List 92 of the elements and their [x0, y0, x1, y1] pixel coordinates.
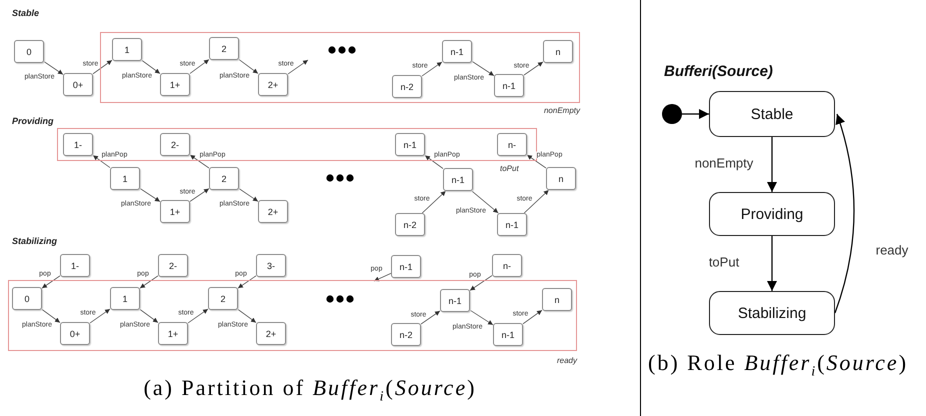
state-node: 1	[110, 287, 140, 310]
figure-caption: (a) Partition of Buffer$_{i}$(Source)	[142, 374, 478, 406]
arrow	[90, 308, 110, 324]
region-frame	[8, 280, 577, 351]
state-node: 2	[209, 37, 239, 60]
state-node: n-1	[493, 323, 523, 346]
diagram-heading: Bufferi(Source)	[664, 63, 773, 80]
arrow	[470, 275, 492, 291]
arrow	[767, 137, 777, 192]
arrow	[44, 61, 64, 75]
arrow	[190, 59, 210, 74]
initial-state-dot	[662, 104, 682, 124]
arrow	[190, 188, 210, 202]
state-node: 1	[110, 167, 140, 190]
section-title: Stabilizing	[12, 236, 57, 246]
arrow	[472, 60, 494, 76]
arrow	[374, 272, 392, 282]
arrow	[238, 309, 256, 323]
arrow	[140, 188, 160, 202]
state-node: 2-	[158, 254, 188, 277]
arrow	[238, 59, 258, 74]
state-node: 2	[208, 287, 238, 310]
arrow	[470, 310, 494, 326]
arrow	[288, 60, 308, 74]
state-node: 0	[14, 40, 44, 63]
region-label: toPut	[500, 164, 519, 173]
state-node: 1-	[63, 133, 93, 156]
section-title: Stable	[12, 8, 40, 18]
arrow	[238, 275, 256, 289]
figure-caption: (b) Role Buffer$_{i}$(Source)	[648, 349, 910, 382]
arrow	[42, 309, 60, 323]
state-box: Providing	[709, 192, 835, 236]
edge-label: toPut	[708, 255, 740, 268]
arrow	[42, 275, 60, 289]
state-node: 1+	[160, 73, 190, 96]
arrow	[188, 308, 208, 324]
arrow	[238, 188, 258, 202]
region-frame	[57, 128, 537, 161]
state-node: 2+	[256, 322, 286, 345]
state-node: 1-	[60, 254, 90, 277]
region-frame	[100, 32, 580, 103]
state-node: n-1	[442, 40, 472, 63]
state-node: 2	[209, 167, 239, 190]
state-node: 0+	[63, 73, 93, 96]
state-node: n-1	[494, 74, 524, 97]
state-node: n	[546, 167, 576, 190]
state-node: n-	[492, 254, 522, 277]
edge-label: ready	[874, 243, 910, 256]
arrow	[140, 275, 158, 289]
arrow	[424, 155, 444, 169]
state-node: n-2	[395, 213, 425, 236]
arrow	[190, 154, 210, 168]
section-title: Providing	[12, 116, 54, 126]
state-node: n-2	[391, 323, 421, 346]
arrow	[682, 109, 709, 119]
arrow	[767, 236, 777, 291]
arrow	[526, 154, 546, 168]
state-node: 3-	[256, 254, 286, 277]
state-node: 2+	[258, 73, 288, 96]
state-node: n-1	[443, 168, 473, 191]
state-node: n	[542, 288, 572, 311]
state-node: n	[543, 40, 573, 63]
state-node: n-2	[392, 75, 422, 98]
state-node: n-1	[440, 289, 470, 312]
arrow	[422, 62, 442, 76]
arrow	[524, 190, 550, 214]
arrow	[92, 60, 112, 74]
state-node: 1+	[158, 322, 188, 345]
arrow	[834, 114, 855, 314]
state-node: 2+	[258, 200, 288, 223]
arrow	[142, 60, 160, 74]
arrow	[92, 155, 110, 168]
state-node: 1	[112, 38, 142, 61]
arrow	[522, 310, 542, 324]
arrow	[422, 190, 446, 214]
state-node: n-	[497, 133, 527, 156]
state-node: 2-	[160, 133, 190, 156]
state-box: Stable	[709, 91, 835, 137]
arrow	[524, 62, 544, 76]
state-node: 1+	[160, 200, 190, 223]
arrow	[471, 190, 499, 214]
region-label: nonEmpty	[544, 106, 580, 115]
arrow	[420, 310, 440, 324]
state-node: n-1	[497, 213, 527, 236]
state-node: n-1	[391, 255, 421, 278]
state-node: 0	[12, 287, 42, 310]
state-box: Stabilizing	[709, 291, 835, 335]
edge-label: nonEmpty	[694, 156, 754, 169]
region-label: ready	[556, 356, 577, 365]
state-node: n-1	[395, 133, 425, 156]
state-node: 0+	[60, 322, 90, 345]
arrow	[140, 309, 158, 323]
